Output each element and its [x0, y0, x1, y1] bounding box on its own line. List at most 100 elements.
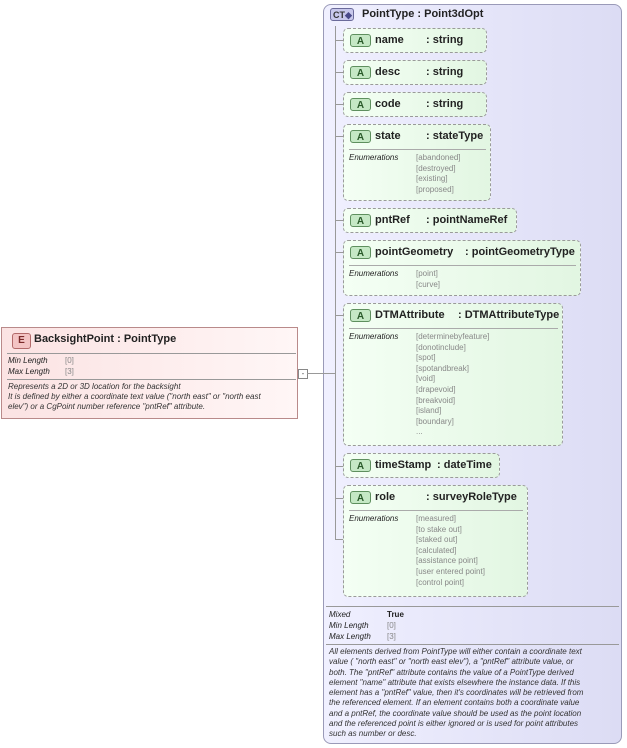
enum-value: [calculated] — [416, 545, 457, 555]
attribute-role[interactable]: A role : surveyRoleType Enumerations [me… — [343, 485, 528, 597]
element-title: BacksightPoint : PointType — [34, 333, 177, 345]
attribute-type: : string — [426, 66, 464, 78]
enum-value: [boundary] — [416, 416, 454, 426]
enum-value: ... — [416, 427, 423, 437]
description-line: and the referenced point is either ignor… — [329, 719, 579, 729]
branch-line — [335, 72, 343, 73]
facet-value: [0] — [387, 621, 396, 630]
facet-value: [0] — [65, 356, 74, 365]
enum-value: [control point] — [416, 577, 465, 587]
element-description-line: elev") or a CgPoint number reference "pn… — [8, 402, 206, 411]
facet-key: Min Length — [329, 621, 369, 630]
description-line: the referenced element. If an element co… — [329, 698, 580, 708]
attribute-label: pointGeometry — [375, 246, 454, 258]
connector-line — [323, 373, 335, 374]
description-line: and a pntRef, the coordinate value shoul… — [329, 708, 582, 718]
enum-value: [abandoned] — [416, 153, 461, 162]
attribute-label: name — [375, 34, 404, 46]
attribute-label: code — [375, 98, 401, 110]
facet-value: [3] — [387, 632, 396, 641]
attribute-pointgeometry[interactable]: A pointGeometry : pointGeometryType Enum… — [343, 240, 581, 296]
divider — [349, 265, 576, 266]
attribute-label: state — [375, 130, 401, 142]
divider — [349, 149, 486, 150]
attribute-label: desc — [375, 66, 401, 78]
enum-value: [existing] — [416, 174, 448, 184]
attribute-timestamp[interactable]: A timeStamp : dateTime — [343, 453, 500, 478]
attribute-type: : pointGeometryType — [465, 246, 575, 258]
complex-type-title: PointType : Point3dOpt — [362, 8, 484, 20]
attribute-label: timeStamp — [375, 459, 432, 471]
divider — [349, 328, 558, 329]
collapse-toggle-icon[interactable]: - — [298, 369, 308, 379]
element-badge: E — [12, 333, 31, 349]
attribute-type: : string — [426, 34, 464, 46]
attribute-dtmattribute[interactable]: A DTMAttribute : DTMAttributeType Enumer… — [343, 303, 563, 446]
branch-line — [335, 539, 343, 540]
attribute-desc[interactable]: A desc : string — [343, 60, 487, 85]
description-line: both. The "pntRef" attribute contains th… — [329, 667, 574, 677]
divider — [349, 510, 523, 511]
complex-type-badge: CT◆ — [330, 8, 354, 21]
branch-line — [335, 220, 343, 221]
enum-value: [staked out] — [416, 535, 458, 545]
attribute-code[interactable]: A code : string — [343, 92, 487, 117]
enumeration-list: [determinebyfeature] [donotinclude] [spo… — [416, 332, 489, 438]
attribute-name[interactable]: A name : string — [343, 28, 487, 53]
enumeration-list: [measured] [to stake out] [staked out] [… — [416, 514, 485, 588]
facet-key: Min Length — [8, 356, 48, 365]
enum-value: [determinebyfeature] — [416, 332, 490, 341]
facet-key: Mixed — [329, 610, 351, 619]
attribute-badge: A — [350, 214, 371, 227]
branch-line — [335, 136, 343, 137]
description-line: element has a "pntRef" value, then it's … — [329, 688, 584, 698]
enum-value: [destroyed] — [416, 163, 456, 173]
enum-value: [spotandbreak] — [416, 363, 469, 373]
description-line: All elements derived from PointType will… — [329, 647, 582, 656]
divider — [7, 379, 296, 380]
enum-value: [spot] — [416, 353, 436, 363]
enumerations-label: Enumerations — [349, 153, 399, 162]
attribute-pntref[interactable]: A pntRef : pointNameRef — [343, 208, 517, 233]
complex-type-description: All elements derived from PointType will… — [329, 647, 619, 740]
description-line: such as number or desc. — [329, 729, 417, 739]
enumeration-list: [abandoned] [destroyed] [existing] [prop… — [416, 153, 461, 195]
attribute-type: : surveyRoleType — [426, 491, 517, 503]
attribute-state[interactable]: A state : stateType Enumerations [abando… — [343, 124, 491, 201]
element-description-line: It is defined by either a coordinate tex… — [8, 392, 261, 401]
attribute-badge: A — [350, 130, 371, 143]
element-box[interactable]: E BacksightPoint : PointType Min Length … — [1, 327, 298, 419]
facet-value: True — [387, 610, 404, 619]
attribute-badge: A — [350, 98, 371, 111]
enum-value: [point] — [416, 269, 438, 278]
connector-line — [307, 373, 323, 374]
description-line: element "name" attribute that exists els… — [329, 677, 581, 687]
enum-value: [measured] — [416, 514, 457, 523]
enum-value: [assistance point] — [416, 556, 478, 566]
attribute-type: : DTMAttributeType — [458, 309, 560, 321]
enum-value: [curve] — [416, 279, 441, 289]
facet-key: Max Length — [329, 632, 371, 641]
attribute-badge: A — [350, 246, 371, 259]
attribute-type: : pointNameRef — [426, 214, 508, 226]
enum-value: [to stake out] — [416, 524, 462, 534]
divider — [326, 644, 619, 645]
attribute-type: : dateTime — [437, 459, 492, 471]
branch-line — [335, 252, 343, 253]
description-line: value ( "north east" or "north east elev… — [329, 657, 574, 667]
attribute-badge: A — [350, 66, 371, 79]
attribute-type: : stateType — [426, 130, 484, 142]
enum-value: [user entered point] — [416, 566, 485, 576]
element-description-line: Represents a 2D or 3D location for the b… — [8, 382, 181, 391]
attribute-label: DTMAttribute — [375, 309, 445, 321]
enumeration-list: [point] [curve] — [416, 269, 440, 290]
facet-value: [3] — [65, 367, 74, 376]
attribute-badge: A — [350, 459, 371, 472]
facet-key: Max Length — [8, 367, 50, 376]
branch-line — [335, 315, 343, 316]
enum-value: [void] — [416, 374, 436, 384]
enumerations-label: Enumerations — [349, 514, 399, 523]
enumerations-label: Enumerations — [349, 332, 399, 341]
enum-value: [breakvoid] — [416, 395, 456, 405]
enum-value: [donotinclude] — [416, 342, 466, 352]
